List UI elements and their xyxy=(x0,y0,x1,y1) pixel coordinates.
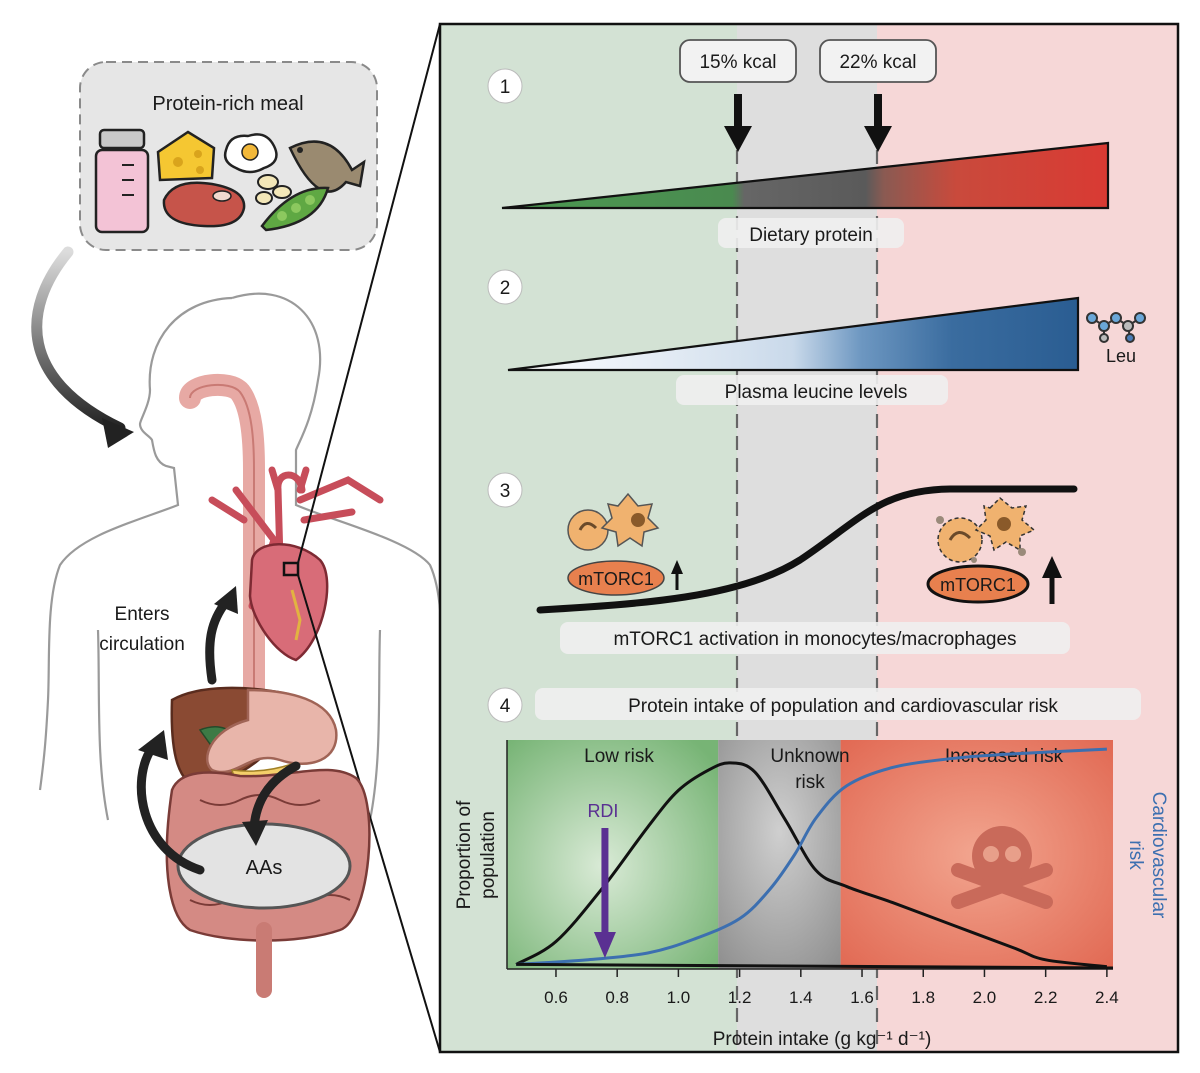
dietary-protein-wedge xyxy=(501,141,1110,210)
enters-circulation-line1: Enters xyxy=(115,604,170,625)
baseline-line xyxy=(516,962,1114,970)
x-tick-label-7: 2.0 xyxy=(973,988,997,1007)
enters-circulation-line2: circulation xyxy=(99,634,185,655)
cheese-icon xyxy=(156,130,216,182)
zoom-box xyxy=(282,561,300,577)
dietary-protein-label: Dietary protein xyxy=(749,225,873,246)
egg-icon xyxy=(223,133,278,174)
aas-label: AAs xyxy=(246,857,283,879)
step-4-marker: 4 xyxy=(487,687,523,723)
zone-label-0-0: Low risk xyxy=(584,746,654,767)
fish-icon xyxy=(288,140,366,193)
absorption-arrow xyxy=(136,743,205,875)
x-tick-label-1: 0.8 xyxy=(605,988,629,1007)
x-tick-label-6: 1.8 xyxy=(911,988,935,1007)
x-tick-label-3: 1.2 xyxy=(728,988,752,1007)
pea-pod-icon xyxy=(260,186,330,232)
esophagus xyxy=(179,373,265,701)
zone-label-1-1: risk xyxy=(795,772,825,793)
step-4-label: 4 xyxy=(500,696,511,717)
meal-box: Protein-rich meal xyxy=(79,61,378,251)
y-right-label-0: Cardiovascular xyxy=(1148,792,1169,919)
x-tick-label-5: 1.6 xyxy=(850,988,874,1007)
beans-icon xyxy=(255,174,292,205)
kcal-22-callout: 22% kcal xyxy=(819,39,937,152)
digestion-arrow xyxy=(249,761,301,833)
zoom-line-top xyxy=(297,23,441,564)
y-axis-label-0: Proportion of xyxy=(454,800,475,910)
dietary-protein-label-bg xyxy=(718,218,904,248)
x-axis-label: Protein intake (g kg⁻¹ d⁻¹) xyxy=(713,1029,932,1050)
mtorc1-activation-label: mTORC1 activation in monocytes/macrophag… xyxy=(613,629,1016,650)
heart-icon xyxy=(248,543,329,662)
zone-band-0 xyxy=(507,740,719,969)
step-1-label: 1 xyxy=(500,77,511,98)
absorption-arrowhead xyxy=(138,730,168,760)
step-2-label: 2 xyxy=(500,278,511,299)
plasma-leucine-wedge xyxy=(507,296,1080,372)
shaker-icon xyxy=(94,128,150,234)
digestion-arrowhead xyxy=(242,820,268,846)
activated-cells-icon xyxy=(936,496,1036,563)
mtorc1-activation-curve xyxy=(536,485,1078,614)
mtorc1-low-up-arrowhead xyxy=(671,560,683,574)
mtorc1-high-up-arrowhead xyxy=(1042,556,1062,578)
rdi-arrowhead xyxy=(593,932,616,958)
x-tick-label-4: 1.4 xyxy=(789,988,813,1007)
mtorc1-activation-label-bg xyxy=(560,622,1070,654)
mtorc1-high-label: mTORC1 xyxy=(940,575,1016,595)
kcal-15-label: 15% kcal xyxy=(699,52,776,73)
population-title: Protein intake of population and cardiov… xyxy=(628,696,1058,717)
x-tick-label-9: 2.4 xyxy=(1095,988,1119,1007)
step-2-marker: 2 xyxy=(487,269,523,305)
zoom-panel-border xyxy=(438,22,1180,1054)
plasma-leucine-label-bg xyxy=(676,375,948,405)
zone-band-1 xyxy=(718,740,841,969)
population-title-bg xyxy=(535,688,1141,720)
rdi-label: RDI xyxy=(587,801,618,821)
intake-arrow xyxy=(31,246,126,434)
zone-label-1-0: Unknown xyxy=(770,746,849,767)
population-distribution-line xyxy=(515,761,1108,969)
x-tick-label-2: 1.0 xyxy=(667,988,691,1007)
circulation-arrowhead xyxy=(214,586,238,614)
circulation-arrow xyxy=(205,597,231,685)
step-3-marker: 3 xyxy=(487,472,523,508)
leucine-molecule-icon xyxy=(1086,312,1146,343)
skull-crossbones-icon xyxy=(951,826,1053,909)
mtorc1-low-label: mTORC1 xyxy=(578,569,654,589)
y-axis-label-1: population xyxy=(478,811,499,899)
kcal-22-label: 22% kcal xyxy=(839,52,916,73)
leu-label: Leu xyxy=(1106,346,1136,366)
mtorc1-high-ellipse xyxy=(926,564,1030,604)
y-right-label-1: risk xyxy=(1125,840,1146,870)
cardiovascular-risk-line xyxy=(516,747,1107,966)
mtorc1-low-ellipse xyxy=(567,560,665,596)
x-tick-label-8: 2.2 xyxy=(1034,988,1058,1007)
step-1-marker: 1 xyxy=(487,68,523,104)
resting-cells-icon xyxy=(567,492,660,551)
meal-title: Protein-rich meal xyxy=(152,93,303,115)
kcal-15-callout: 15% kcal xyxy=(679,39,797,152)
x-tick-label-0: 0.6 xyxy=(544,988,568,1007)
intake-arrowhead xyxy=(102,418,134,448)
steak-icon xyxy=(162,181,246,228)
plasma-leucine-label: Plasma leucine levels xyxy=(725,382,908,403)
step-3-label: 3 xyxy=(500,481,511,502)
